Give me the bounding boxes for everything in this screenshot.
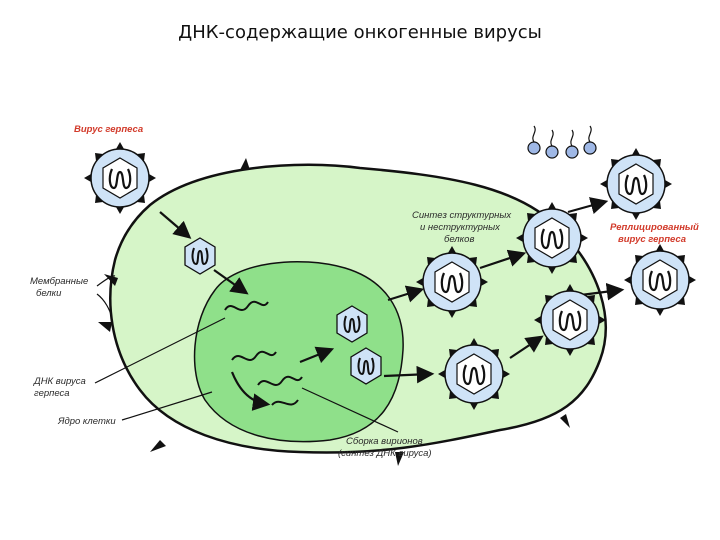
membrane-proteins-label: Мембранные (30, 276, 88, 287)
released-virion-icon (598, 146, 674, 222)
nucleus-label: Ядро клетки (57, 416, 116, 427)
membrane-proteins-label-2: белки (36, 288, 62, 299)
membrane-protein-icon (98, 158, 570, 466)
assembly-label: Сборка вирионов (346, 436, 423, 447)
synthesis-label-2: и неструктурных (420, 222, 501, 233)
herpes-virus-label: Вирус герпеса (74, 124, 143, 135)
synthesis-label-3: белков (444, 234, 474, 245)
page-title: ДНК-содержащие онкогенные вирусы (178, 22, 542, 43)
assembly-label-2: (синтез ДНК вируса) (338, 448, 432, 459)
synthesis-label: Синтез структурных (412, 210, 512, 221)
viral-dna-label: ДНК вируса (33, 376, 86, 387)
incoming-virion-icon (82, 140, 158, 216)
protein-icon (527, 125, 597, 159)
viral-dna-label-2: герпеса (34, 388, 70, 399)
replicated-virus-label-2: вирус герпеса (618, 234, 686, 245)
released-virion-icon (622, 242, 698, 318)
replicated-virus-label: Реплицированный (610, 222, 699, 233)
viral-dna-icon (224, 300, 303, 406)
